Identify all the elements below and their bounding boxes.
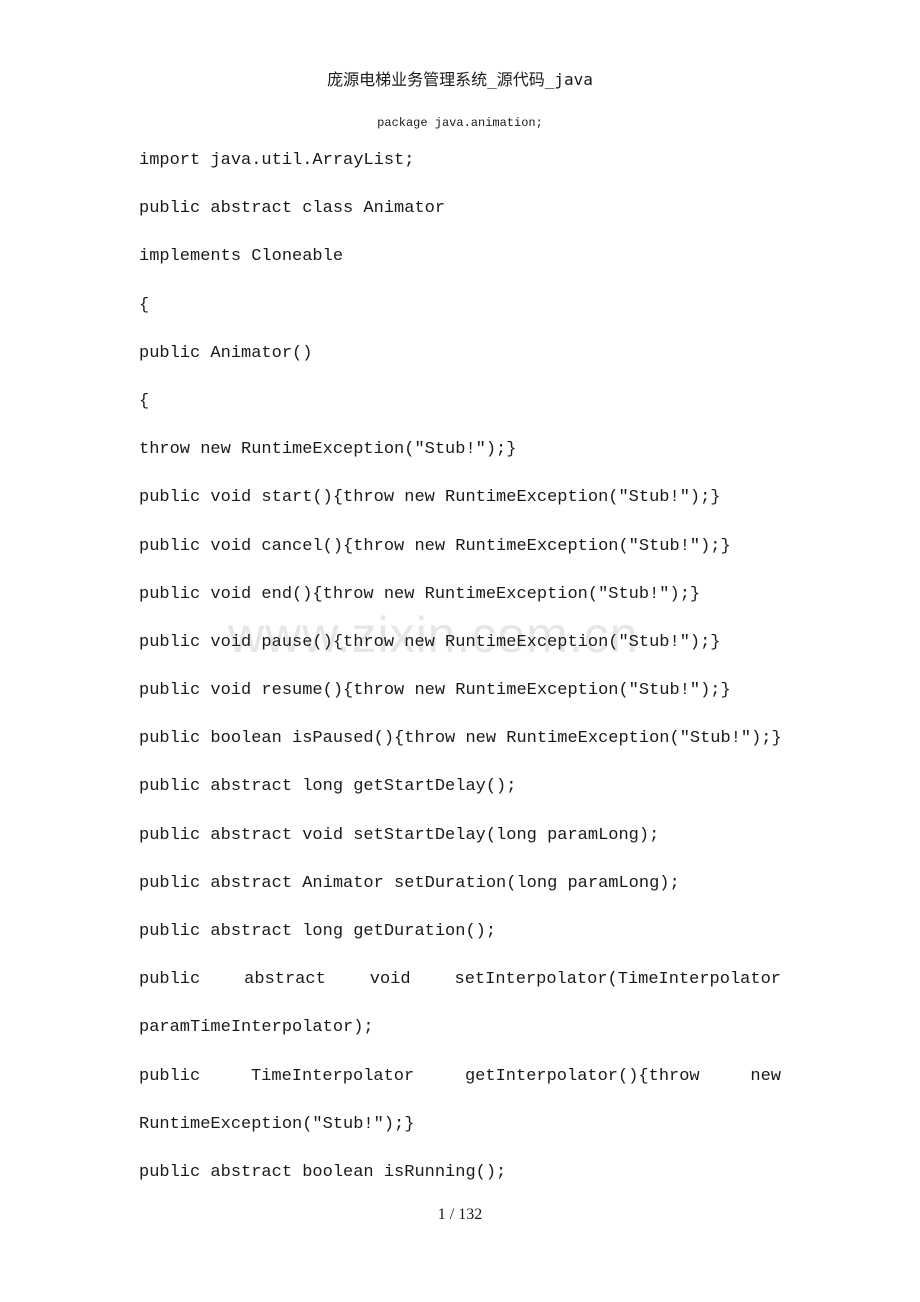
code-word: public [139,970,201,990]
code-line: { [139,391,150,411]
code-line: public void pause(){throw new RuntimeExc… [139,632,721,652]
code-word: void [369,970,411,990]
code-line: public abstract void setStartDelay(long … [139,825,660,845]
code-line: public abstract long getStartDelay(); [139,777,517,797]
code-word: setInterpolator(TimeInterpolator [454,970,781,990]
code-line: import java.util.ArrayList; [139,151,415,170]
code-line: { [139,295,150,315]
code-line: public void resume(){throw new RuntimeEx… [139,681,731,701]
document-title: 庞源电梯业务管理系统_源代码_java [327,70,593,89]
code-word: abstract [244,970,326,990]
code-line: RuntimeException("Stub!");} [139,1114,415,1134]
code-word: public [139,1066,201,1086]
code-word: TimeInterpolator [250,1066,415,1086]
page-number: 1 / 132 [437,1206,483,1223]
code-line-justified: public TimeInterpolator getInterpolator(… [139,1064,781,1112]
code-line: public void end(){throw new RuntimeExcep… [139,584,701,604]
code-word: new [750,1066,781,1086]
code-line: public void cancel(){throw new RuntimeEx… [139,536,731,556]
code-line-justified: public abstract void setInterpolator(Tim… [139,967,781,1015]
code-line: public abstract class Animator [139,199,446,219]
code-line: public abstract long getDuration(); [139,922,497,941]
package-declaration: package java.animation; [377,116,543,130]
code-line: public abstract boolean isRunning(); [139,1162,507,1182]
code-block: import java.util.ArrayList; public abstr… [139,148,782,1208]
code-line: throw new RuntimeException("Stub!");} [139,440,517,460]
code-line: implements Cloneable [139,247,344,267]
code-word: getInterpolator(){throw [464,1066,700,1086]
code-line: public Animator() [139,343,313,363]
code-line: paramTimeInterpolator); [139,1018,374,1038]
code-line: public abstract Animator setDuration(lon… [139,873,680,893]
code-line: public boolean isPaused(){throw new Runt… [139,729,782,749]
code-line: public void start(){throw new RuntimeExc… [139,488,721,508]
